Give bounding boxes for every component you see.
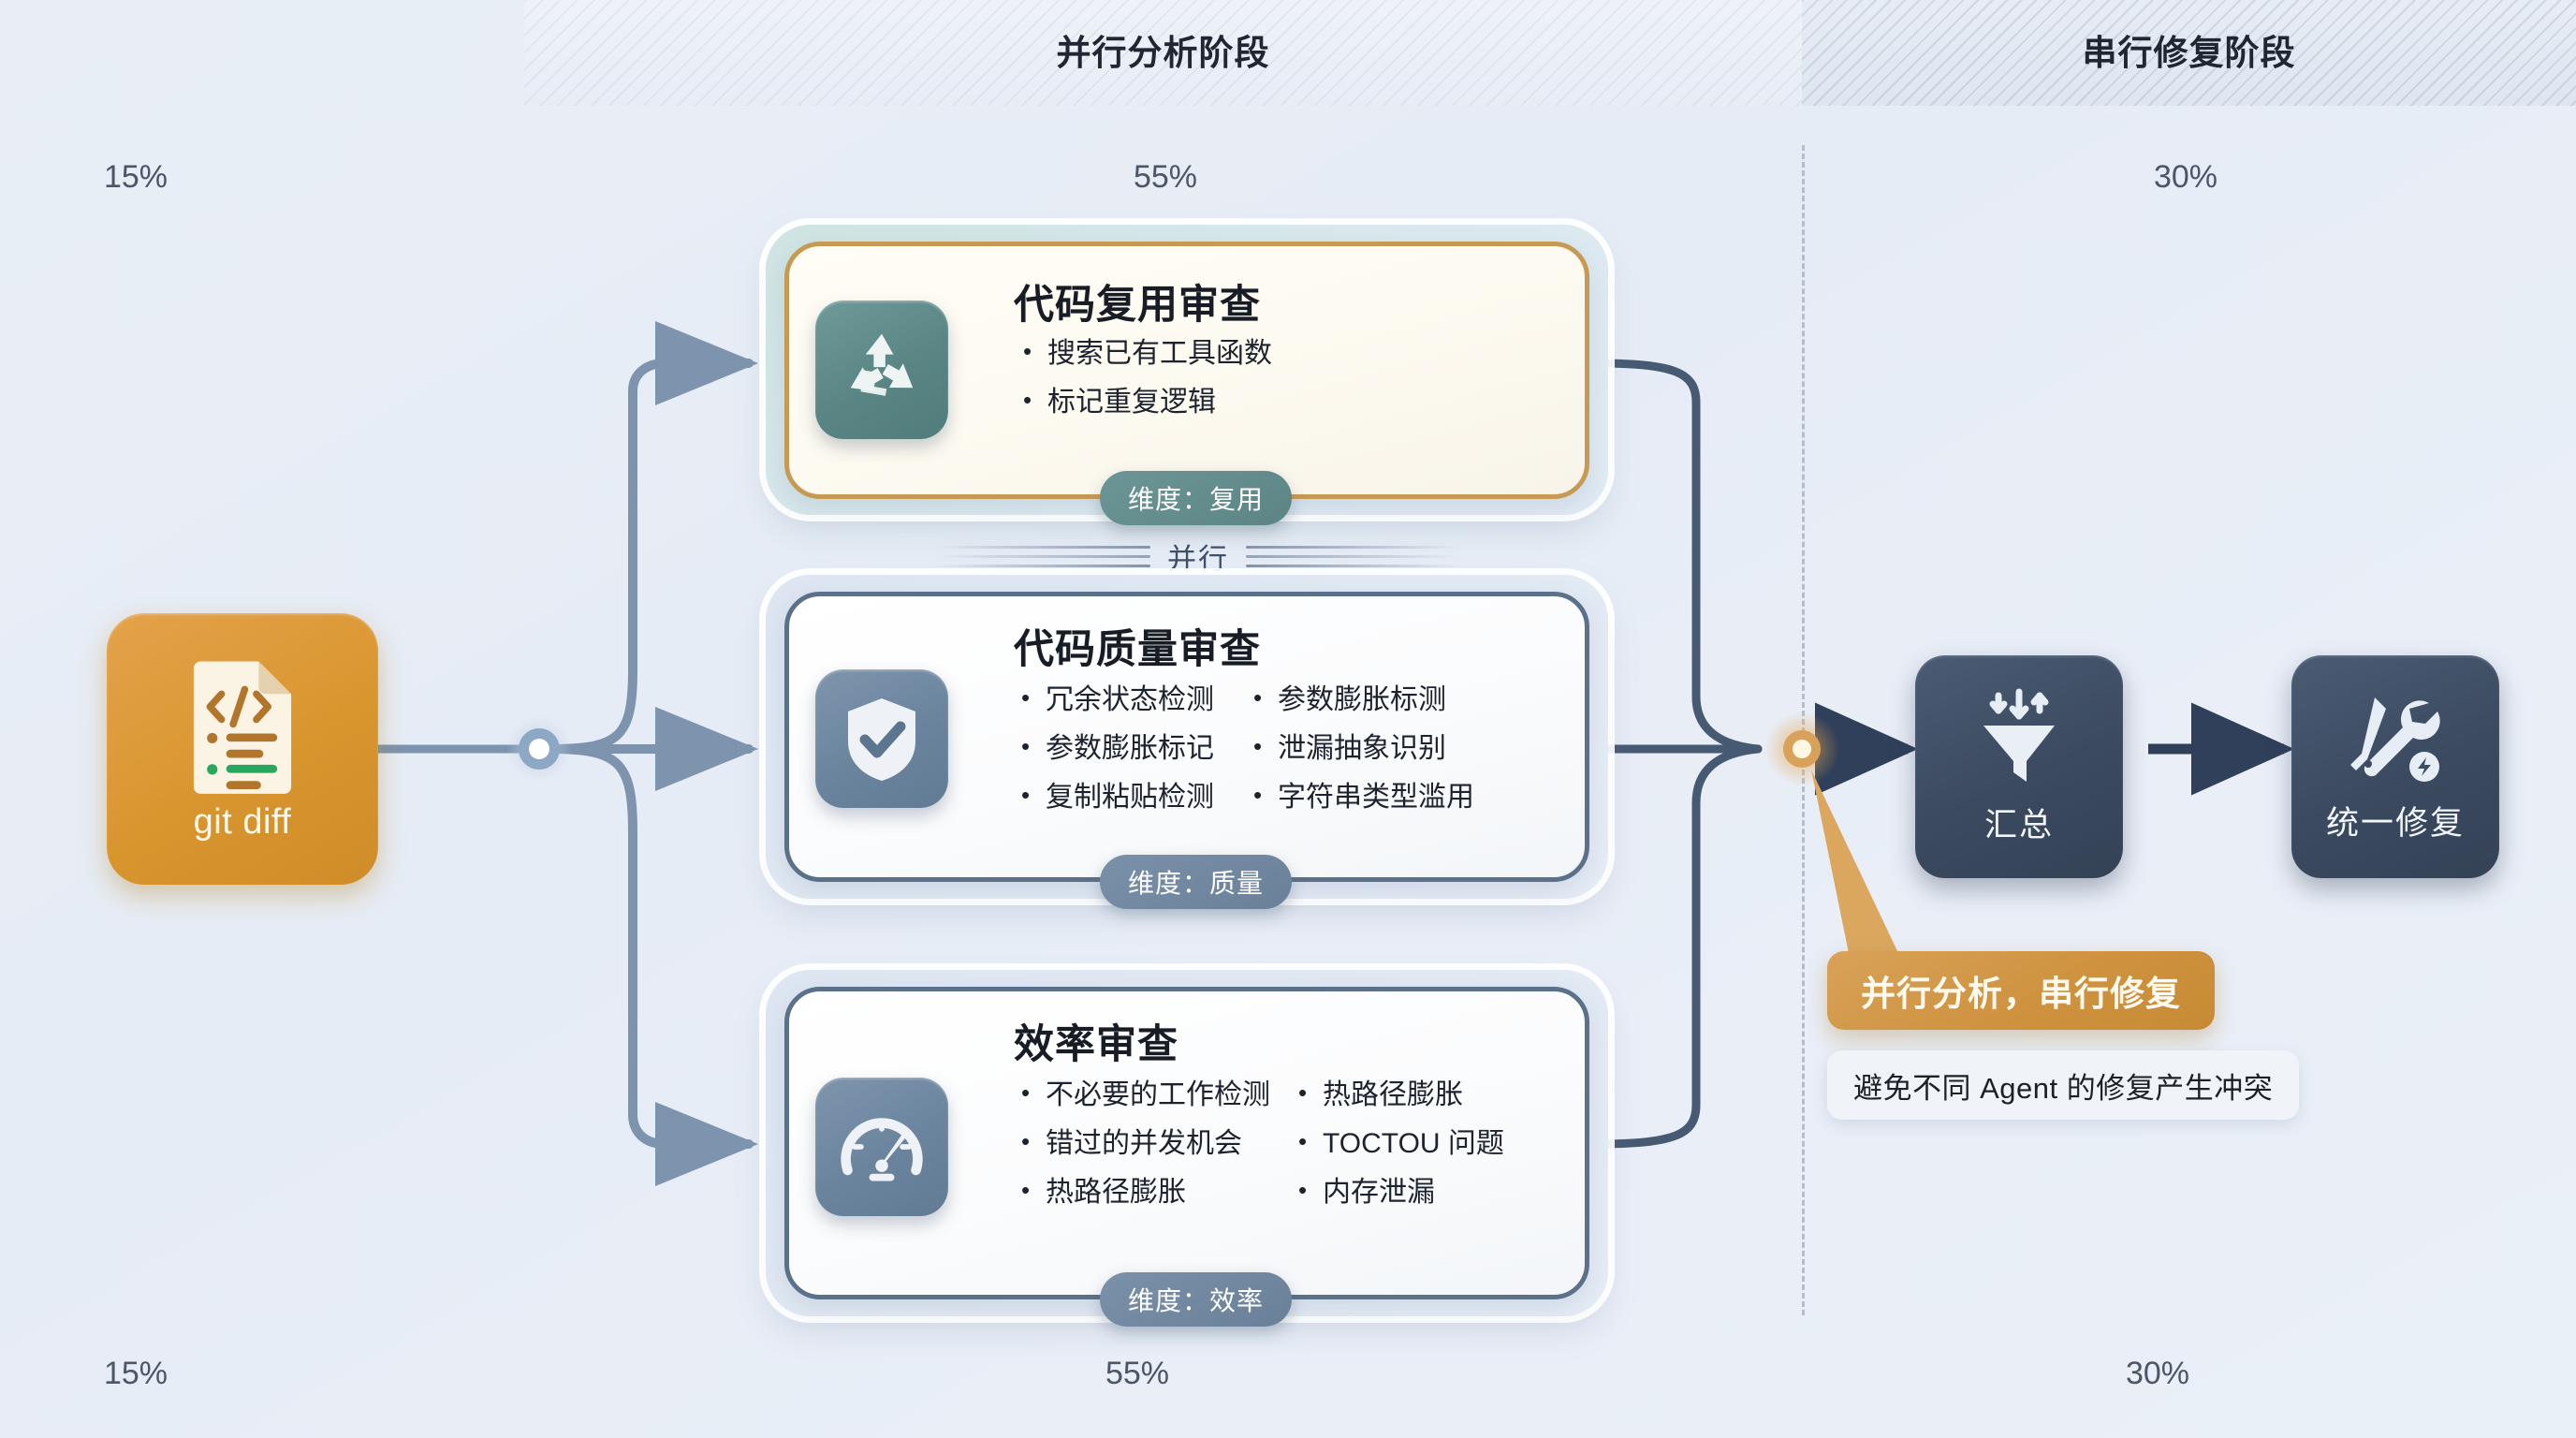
node-unified-fix-label: 统一修复 [2325, 804, 2465, 842]
card-efficiency-review[interactable]: 效率审查 不必要的工作检测 错过的并发机会 热路径膨胀 热路径膨胀 TOCTOU… [784, 987, 1589, 1327]
bullet-item: 热路径膨胀 [1021, 1178, 1270, 1207]
bullet-item: 内存泄漏 [1298, 1178, 1504, 1207]
funnel-icon [1983, 688, 2055, 782]
pct-right-top: 30% [2153, 159, 2218, 195]
speedometer-icon-tile [815, 1078, 948, 1216]
node-git-diff[interactable]: git diff [107, 613, 378, 885]
wrench-tools-icon [2350, 697, 2440, 782]
dimension-badge-efficiency: 维度：效率 [1100, 1272, 1293, 1327]
bullet-item: 不必要的工作检测 [1021, 1080, 1270, 1109]
bullet-list-reuse: 搜索已有工具函数 标记重复逻辑 [1023, 339, 1272, 417]
pct-middle-bottom: 55% [1105, 1356, 1170, 1391]
phase-band-serial [1802, 0, 2576, 106]
pct-left-bottom: 15% [103, 1356, 168, 1391]
bullet-item: 参数膨胀标记 [1021, 734, 1214, 763]
bullet-item: TOCTOU 问题 [1298, 1129, 1504, 1158]
bullet-item: 热路径膨胀 [1298, 1080, 1504, 1109]
card-title-reuse: 代码复用审查 [1014, 283, 1261, 328]
shield-check-icon [848, 698, 915, 781]
bullet-item: 参数膨胀标测 [1253, 685, 1474, 714]
phase-label-parallel: 并行分析阶段 [1056, 34, 1270, 72]
card-title-efficiency: 效率审查 [1014, 1022, 1178, 1067]
bullet-item: 冗余状态检测 [1021, 685, 1214, 714]
card-title-quality: 代码质量审查 [1014, 627, 1261, 672]
pct-middle-top: 55% [1133, 159, 1198, 195]
phase-label-serial: 串行修复阶段 [2082, 34, 2296, 72]
bullet-item: 泄漏抽象识别 [1253, 734, 1474, 763]
code-file-icon [193, 661, 292, 794]
node-summarize[interactable]: 汇总 [1915, 655, 2123, 878]
shield-check-icon-tile [815, 669, 948, 808]
phase-band-parallel [524, 0, 1802, 106]
callout-primary: 并行分析，串行修复 [1827, 951, 2215, 1030]
bullet-item: 搜索已有工具函数 [1023, 339, 1272, 368]
dimension-badge-quality: 维度：质量 [1100, 855, 1293, 909]
pct-right-bottom: 30% [2125, 1356, 2190, 1391]
parallel-divider: 并行 [936, 536, 1460, 578]
parallel-divider-label: 并行 [1167, 543, 1229, 576]
card-code-quality-review[interactable]: 代码质量审查 冗余状态检测 参数膨胀标记 复制粘贴检测 参数膨胀标测 泄漏抽象识… [784, 592, 1589, 909]
node-summarize-label: 汇总 [1983, 806, 2054, 844]
bullet-item: 复制粘贴检测 [1021, 783, 1214, 812]
bullet-item: 错过的并发机会 [1021, 1129, 1270, 1158]
recycle-icon [850, 333, 914, 396]
bullet-list-efficiency: 不必要的工作检测 错过的并发机会 热路径膨胀 热路径膨胀 TOCTOU 问题 内… [1021, 1080, 1504, 1207]
callout-secondary: 避免不同 Agent 的修复产生冲突 [1827, 1050, 2300, 1120]
node-git-diff-label: git diff [193, 801, 292, 842]
node-unified-fix[interactable]: 统一修复 [2291, 655, 2499, 878]
bullet-list-quality: 冗余状态检测 参数膨胀标记 复制粘贴检测 参数膨胀标测 泄漏抽象识别 字符串类型… [1021, 685, 1474, 812]
dimension-badge-reuse: 维度：复用 [1100, 471, 1293, 525]
card-code-reuse-review[interactable]: 代码复用审查 搜索已有工具函数 标记重复逻辑 维度：复用 [784, 242, 1589, 525]
recycle-icon-tile [815, 301, 948, 439]
bullet-item: 字符串类型滥用 [1253, 783, 1474, 812]
bullet-item: 标记重复逻辑 [1023, 388, 1272, 417]
pct-left-top: 15% [103, 159, 168, 195]
speedometer-icon [841, 1118, 923, 1181]
